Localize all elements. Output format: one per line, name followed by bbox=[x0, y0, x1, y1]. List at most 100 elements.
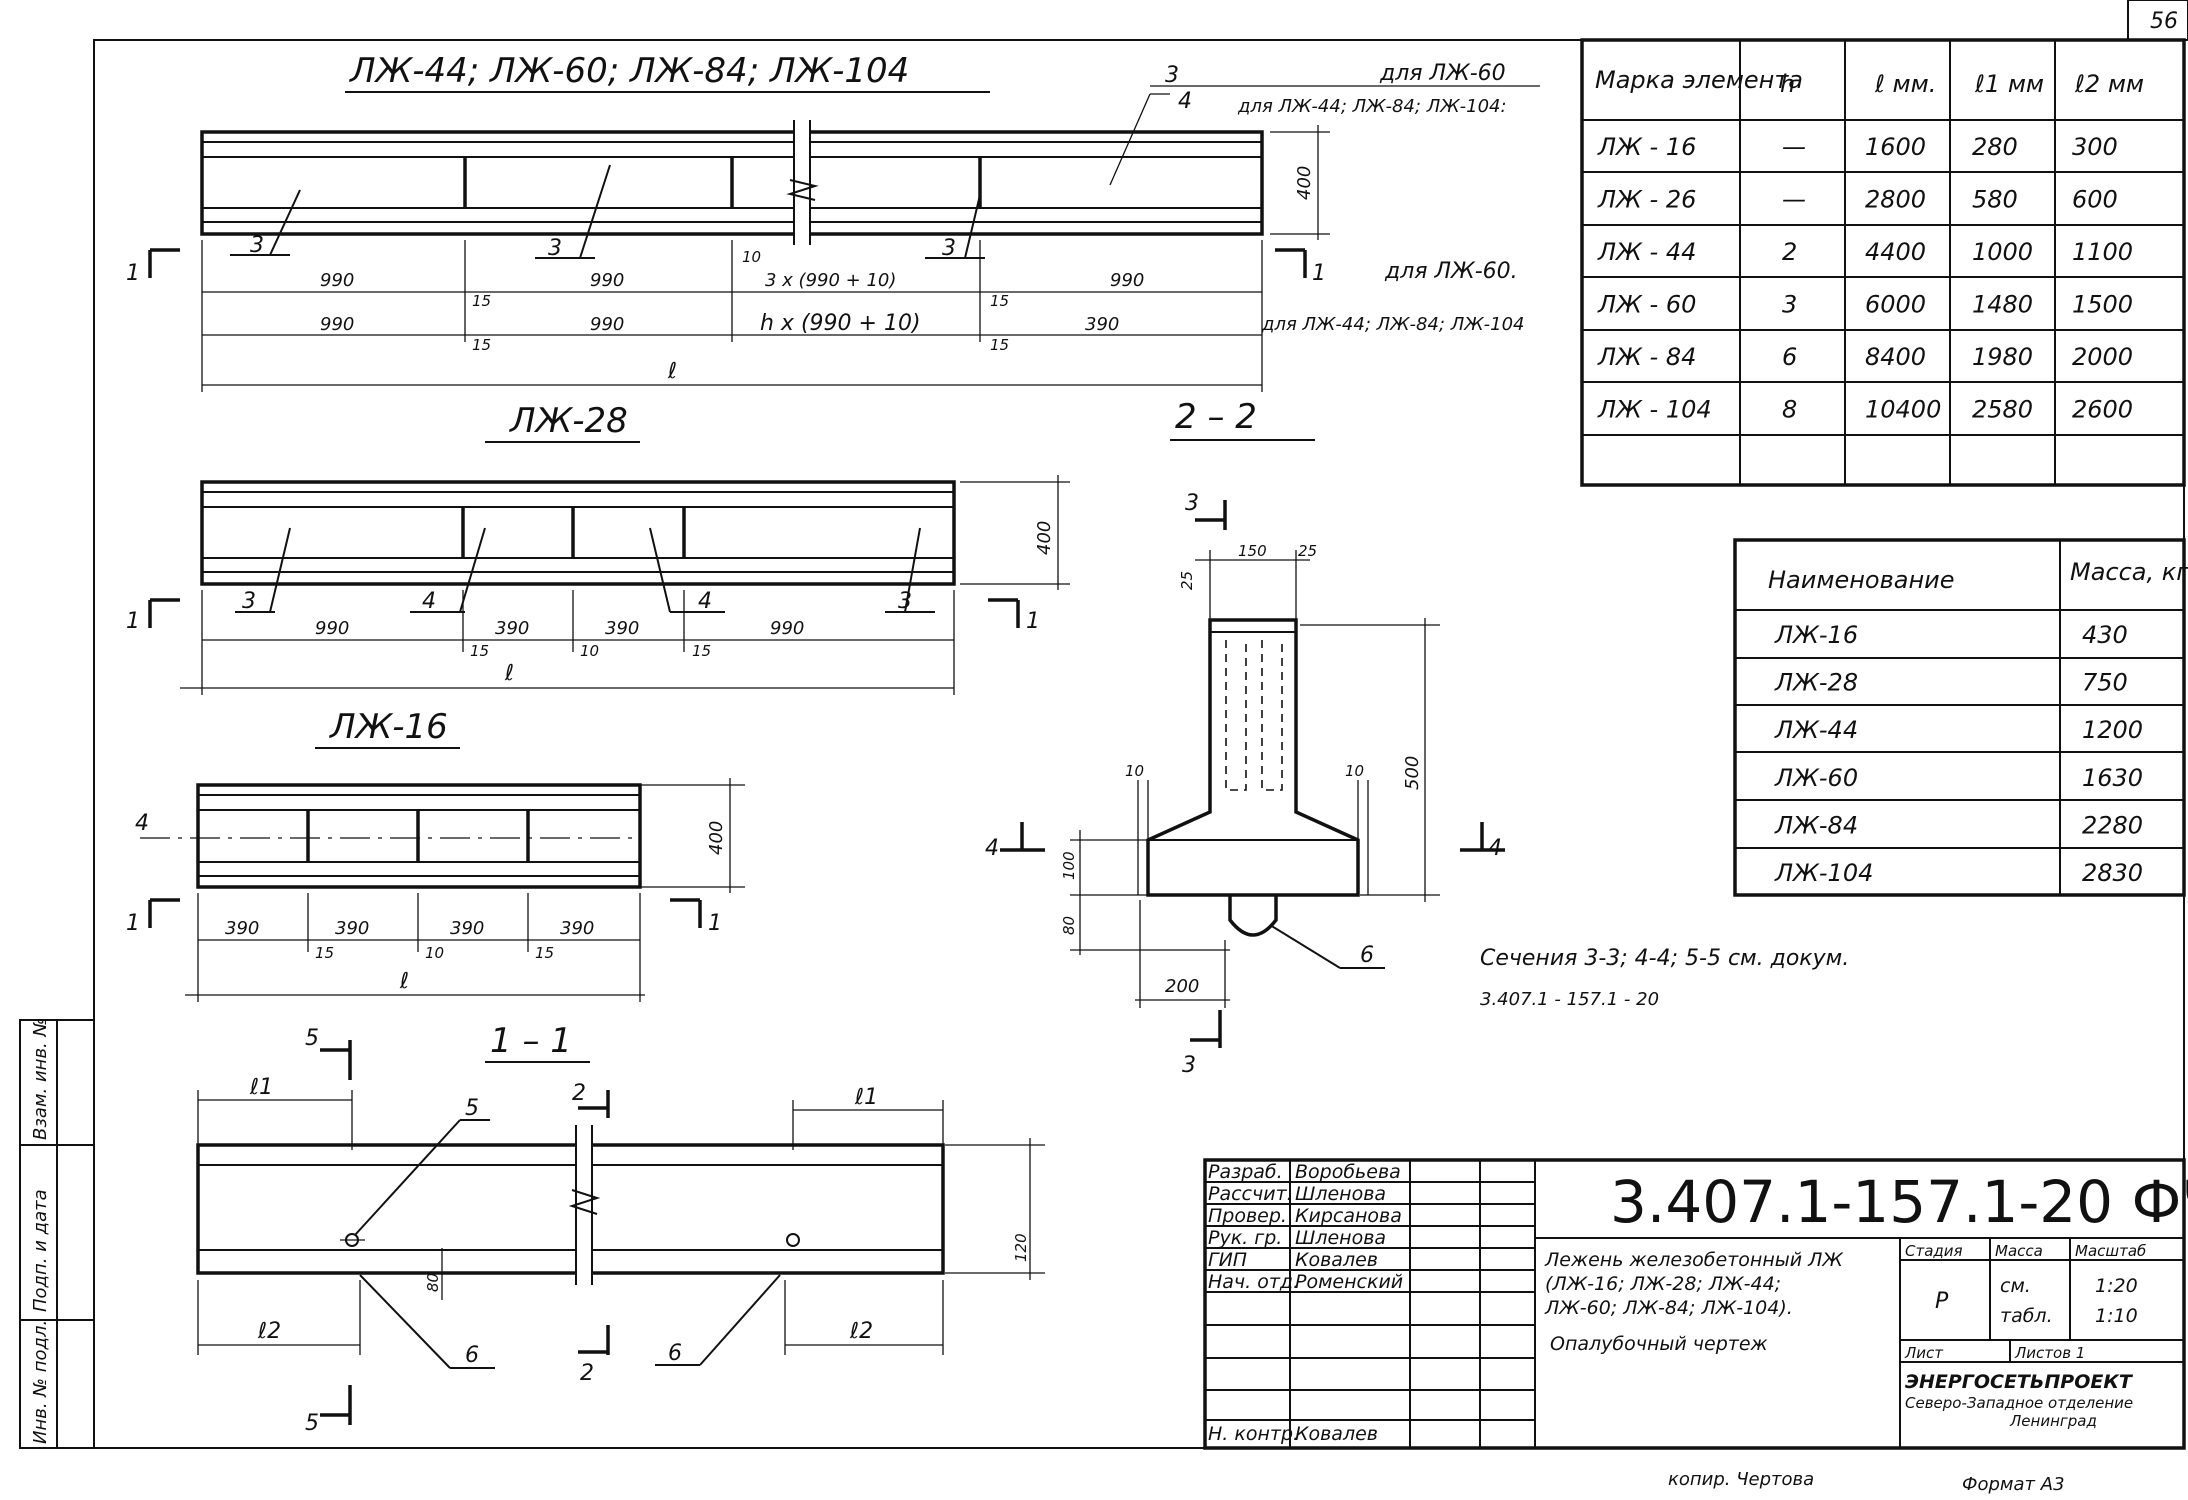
small-small-0: 15 bbox=[315, 944, 334, 962]
dims-cell-1-0: ЛЖ - 26 bbox=[1597, 186, 1696, 214]
mass-value-5: 2830 bbox=[2082, 859, 2143, 887]
top-small-3: 15 bbox=[990, 292, 1009, 310]
dims-cell-0-0: ЛЖ - 16 bbox=[1597, 133, 1696, 161]
sect22-mark4-right: 4 bbox=[1488, 836, 1502, 861]
top-dim1-0: 990 bbox=[320, 270, 354, 291]
dims-header-1: h bbox=[1780, 70, 1795, 98]
top-note-3: для ЛЖ-60 bbox=[1379, 61, 1506, 86]
mid-small-2: 15 bbox=[692, 642, 711, 660]
dims-cell-0-2: 1600 bbox=[1865, 133, 1926, 161]
sect11-mark2-top: 2 bbox=[572, 1081, 586, 1106]
tb-scale-h: Масштаб bbox=[2075, 1242, 2146, 1260]
dims-cell-1-1: — bbox=[1782, 186, 1806, 214]
section-2-2: 2 – 2 3 3 4 4 150 25 25 500 bbox=[985, 397, 1849, 1078]
tb-name-4: Ковалев bbox=[1295, 1249, 1378, 1271]
dims-cell-3-3: 1480 bbox=[1972, 291, 2033, 319]
tb-name-1: Шленова bbox=[1295, 1183, 1386, 1205]
tb-doc-code: 3.407.1-157.1-20 ФЧ bbox=[1610, 1168, 2188, 1236]
dims-cell-5-1: 8 bbox=[1782, 396, 1797, 424]
tb-sheets-label: Листов 1 bbox=[2014, 1344, 2085, 1362]
small-view: ЛЖ-16 4 400 1 1 390 390 390 390 15 10 bbox=[126, 707, 745, 1002]
top-dim2-3: 390 bbox=[1085, 314, 1119, 335]
dims-cell-2-1: 2 bbox=[1782, 238, 1797, 266]
sect11-callout5: 5 bbox=[465, 1096, 479, 1121]
sect22-d80: 80 bbox=[1060, 916, 1078, 935]
side-stamp: Взам. инв. № Подп. и дата Инв. № подл. bbox=[19, 1018, 95, 1449]
small-sect-mark-l: 1 bbox=[126, 911, 140, 936]
dims-cell-2-0: ЛЖ - 44 bbox=[1597, 238, 1696, 266]
small-dim-1: 390 bbox=[335, 918, 369, 939]
tb-sheet-label: Лист bbox=[1904, 1344, 1944, 1362]
sect22-d200: 200 bbox=[1165, 976, 1199, 997]
dims-cell-3-4: 1500 bbox=[2072, 291, 2133, 319]
sect22-callout6: 6 bbox=[1360, 943, 1374, 968]
tb-norm-name: Ковалев bbox=[1295, 1423, 1378, 1445]
top-view: ЛЖ-44; ЛЖ-60; ЛЖ-84; ЛЖ-104 3 3 3 3 4 дл… bbox=[126, 51, 1540, 392]
dims-cell-5-3: 2580 bbox=[1972, 396, 2033, 424]
top-sect-mark-r: 1 bbox=[1312, 261, 1326, 286]
sect22-mark3-top: 3 bbox=[1185, 491, 1199, 516]
top-dim2-0: 990 bbox=[320, 314, 354, 335]
mid-callout-0: 3 bbox=[242, 589, 256, 614]
top-small-0: 10 bbox=[742, 248, 761, 266]
top-dim1-note: для ЛЖ-60. bbox=[1384, 259, 1518, 284]
mid-sect-mark-r: 1 bbox=[1026, 609, 1040, 634]
dims-cell-1-4: 600 bbox=[2072, 186, 2118, 214]
side-label-2: Инв. № подл. bbox=[30, 1320, 51, 1444]
dims-header-2: ℓ мм. bbox=[1874, 70, 1936, 98]
mid-dim-2: 390 bbox=[605, 618, 639, 639]
sect11-title: 1 – 1 bbox=[490, 1021, 572, 1061]
title-block: Разраб.ВоробьеваРассчит.ШленоваПровер.Ки… bbox=[1203, 1158, 2188, 1450]
tb-name-3: Шленова bbox=[1295, 1227, 1386, 1249]
mass-header-1: Масса, кг bbox=[2070, 558, 2188, 586]
sect11-callout6b: 6 bbox=[668, 1341, 682, 1366]
tb-role-1: Рассчит. bbox=[1208, 1183, 1293, 1205]
tb-scale-0: 1:20 bbox=[2095, 1275, 2138, 1297]
tb-role-0: Разраб. bbox=[1208, 1161, 1283, 1183]
top-total: ℓ bbox=[667, 359, 677, 384]
mid-view: ЛЖ-28 3 4 4 3 400 1 1 bbox=[126, 401, 1070, 695]
tb-desc-3: Опалубочный чертеж bbox=[1550, 1333, 1768, 1355]
mass-value-1: 750 bbox=[2082, 669, 2128, 697]
mid-title: ЛЖ-28 bbox=[508, 401, 628, 441]
mid-height: 400 bbox=[1034, 521, 1055, 555]
tb-desc-1: (ЛЖ-16; ЛЖ-28; ЛЖ-44; bbox=[1545, 1273, 1781, 1295]
top-note-4: для ЛЖ-44; ЛЖ-84; ЛЖ-104: bbox=[1237, 96, 1507, 117]
dims-cell-4-0: ЛЖ - 84 bbox=[1597, 343, 1696, 371]
sect22-d10a: 10 bbox=[1125, 762, 1144, 780]
dims-cell-2-3: 1000 bbox=[1972, 238, 2033, 266]
small-dim-2: 390 bbox=[450, 918, 484, 939]
tb-scale-1: 1:10 bbox=[2095, 1305, 2138, 1327]
sheet-number: 56 bbox=[2150, 9, 2178, 34]
copied-by: копир. Чертова bbox=[1668, 1469, 1814, 1490]
mass-name-3: ЛЖ-60 bbox=[1774, 764, 1858, 792]
sect11-callout6a: 6 bbox=[465, 1343, 479, 1368]
tb-mass-1: табл. bbox=[2000, 1305, 2053, 1327]
mass-name-1: ЛЖ-28 bbox=[1774, 669, 1858, 697]
tb-org-sub-0: Северо-Западное отделение bbox=[1905, 1394, 2133, 1412]
top-small-4: 15 bbox=[990, 336, 1009, 354]
sect11-l1-right: ℓ1 bbox=[854, 1085, 878, 1110]
tb-role-3: Рук. гр. bbox=[1208, 1227, 1282, 1249]
mid-sect-mark-l: 1 bbox=[126, 609, 140, 634]
sect22-note-1: Сечения 3-3; 4-4; 5-5 см. докум. bbox=[1480, 946, 1849, 971]
top-dim2-1: 990 bbox=[590, 314, 624, 335]
small-sect-mark-r: 1 bbox=[708, 911, 722, 936]
mass-name-0: ЛЖ-16 bbox=[1774, 621, 1858, 649]
small-small-2: 15 bbox=[535, 944, 554, 962]
sect22-d500: 500 bbox=[1402, 756, 1423, 790]
top-title: ЛЖ-44; ЛЖ-60; ЛЖ-84; ЛЖ-104 bbox=[348, 51, 909, 91]
top-dim1-3: 990 bbox=[1110, 270, 1144, 291]
mass-name-2: ЛЖ-44 bbox=[1774, 716, 1858, 744]
top-sect-mark-l: 1 bbox=[126, 261, 140, 286]
sect11-dim120: 120 bbox=[1012, 1233, 1030, 1262]
small-dim-0: 390 bbox=[225, 918, 259, 939]
sect22-d100: 100 bbox=[1060, 851, 1078, 880]
small-total: ℓ bbox=[399, 969, 409, 994]
dims-cell-5-0: ЛЖ - 104 bbox=[1597, 396, 1712, 424]
mass-value-2: 1200 bbox=[2082, 716, 2143, 744]
tb-stage-h: Стадия bbox=[1905, 1242, 1963, 1260]
